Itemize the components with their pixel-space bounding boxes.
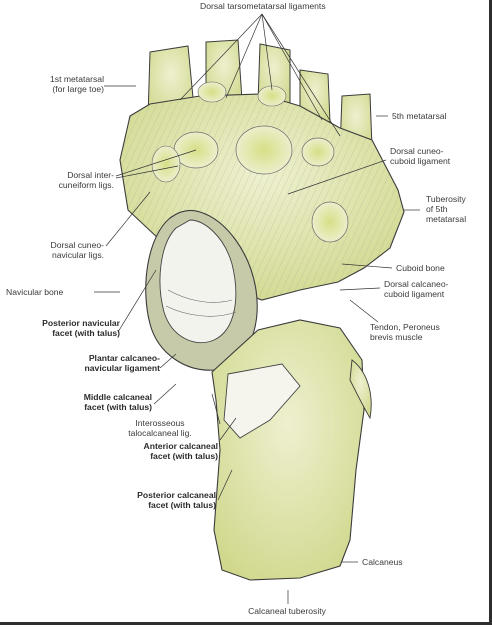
- label-posterior-calcaneal-facet: Posterior calcaneal facet (with talus): [137, 490, 216, 510]
- label-fifth-metatarsal: 5th metatarsal: [392, 111, 447, 121]
- label-first-metatarsal: 1st metatarsal (for large toe): [50, 74, 104, 94]
- label-dorsal-intercuneiform: Dorsal inter- cuneiform ligs.: [58, 170, 114, 190]
- label-plantar-calcaneonavicular: Plantar calcaneo- navicular ligament: [84, 353, 160, 373]
- label-navicular-bone: Navicular bone: [6, 287, 64, 297]
- label-calcaneal-tuberosity: Calcaneal tuberosity: [248, 606, 326, 616]
- label-dorsal-cuneocuboid: Dorsal cuneo- cuboid ligament: [390, 146, 451, 166]
- label-dorsal-cuneonavicular: Dorsal cuneo- navicular ligs.: [50, 240, 105, 260]
- posterior-navicular-facet: [159, 219, 237, 344]
- label-posterior-navicular-facet: Posterior navicular facet (with talus): [42, 318, 120, 338]
- label-tuberosity-5th-metatarsal: Tuberosity of 5th metatarsal: [426, 194, 467, 224]
- label-anterior-calcaneal-facet: Anterior calcaneal facet (with talus): [143, 441, 218, 461]
- ligament-rosettes: [151, 81, 349, 243]
- label-calcaneus: Calcaneus: [362, 557, 403, 567]
- label-dorsal-calcaneocuboid: Dorsal calcaneo- cuboid ligament: [384, 279, 449, 299]
- label-cuboid-bone: Cuboid bone: [396, 263, 445, 273]
- peroneus-tendon: [349, 359, 372, 420]
- label-tendon-peroneus: Tendon, Peroneus brevis muscle: [370, 322, 440, 342]
- label-middle-calcaneal-facet: Middle calcaneal facet (with talus): [83, 392, 152, 412]
- label-interosseous-talocalcaneal: Interosseous talocalcaneal lig.: [128, 418, 192, 438]
- label-dorsal-tarsometatarsal: Dorsal tarsometatarsal ligaments: [200, 1, 326, 11]
- anterior-calcaneal-facet: [223, 363, 301, 439]
